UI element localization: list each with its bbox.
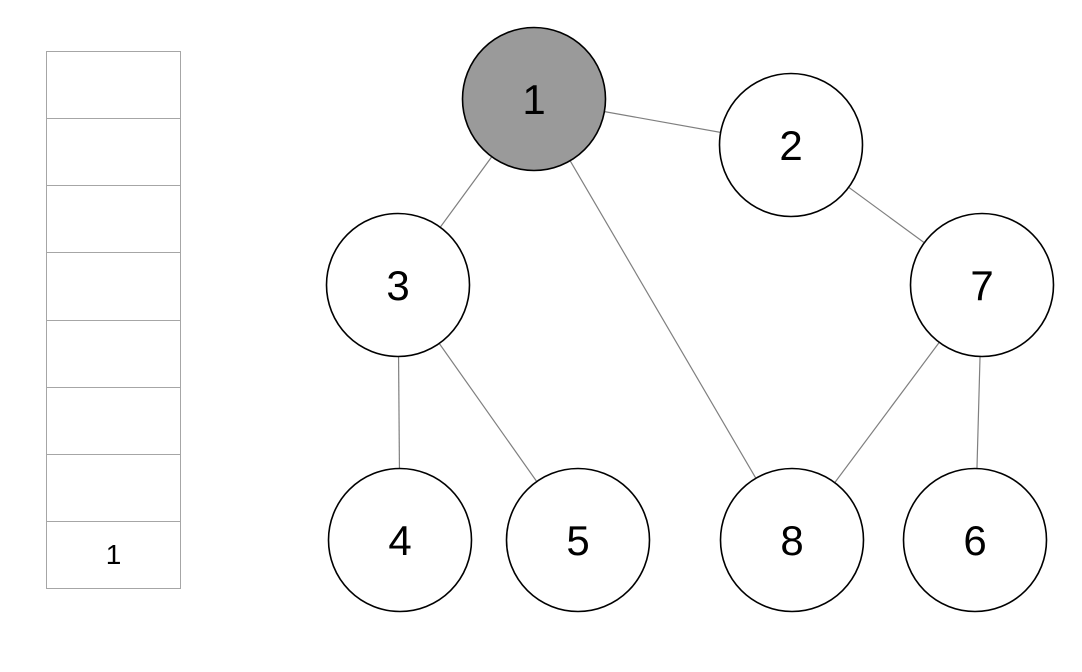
graph-node-8[interactable]: 8 <box>719 467 865 613</box>
graph-node-6[interactable]: 6 <box>902 467 1048 613</box>
node-circle-1[interactable] <box>461 26 607 172</box>
stack-cell-1 <box>47 52 180 120</box>
stack-cell-2 <box>47 119 180 187</box>
stack-cell-8: 1 <box>105 538 122 570</box>
node-label-4: 4 <box>388 517 411 564</box>
node-circle-8[interactable] <box>719 467 865 613</box>
node-circle-5[interactable] <box>505 467 651 613</box>
node-label-3: 3 <box>386 262 409 309</box>
graph-node-2[interactable]: 2 <box>718 72 864 218</box>
stack-cell-5 <box>47 321 180 388</box>
graph-edge-1-8 <box>533 98 793 541</box>
stack-cell-3 <box>47 186 180 254</box>
node-circle-2[interactable] <box>718 72 864 218</box>
node-circle-3[interactable] <box>325 212 471 358</box>
node-label-8: 8 <box>780 517 803 564</box>
node-circle-6[interactable] <box>902 467 1048 613</box>
node-label-5: 5 <box>566 517 589 564</box>
node-circle-4[interactable] <box>327 467 473 613</box>
node-label-6: 6 <box>963 517 986 564</box>
stack-cell-6 <box>47 388 180 455</box>
node-label-7: 7 <box>970 262 993 309</box>
graph-node-3[interactable]: 3 <box>325 212 471 358</box>
graph-node-4[interactable]: 4 <box>327 467 473 613</box>
node-label-2: 2 <box>779 122 802 169</box>
graph-node-7[interactable]: 7 <box>909 212 1055 358</box>
node-label-1: 1 <box>522 76 545 123</box>
stack-cell-4 <box>47 253 180 321</box>
graph-node-5[interactable]: 5 <box>505 467 651 613</box>
stack-cell-7 <box>47 455 180 522</box>
node-circle-7[interactable] <box>909 212 1055 358</box>
graph-node-1[interactable]: 1 <box>461 26 607 172</box>
stack-panel: 1 <box>46 51 181 589</box>
